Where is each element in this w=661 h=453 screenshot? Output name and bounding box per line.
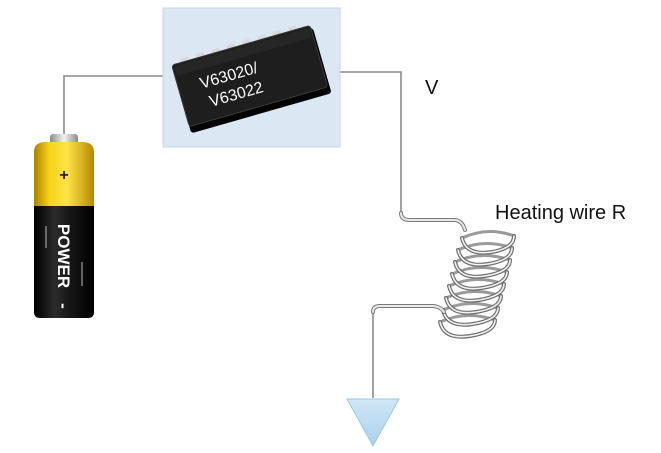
battery-minus-sign: -	[54, 303, 73, 309]
heating-wire-label: Heating wire R	[495, 202, 626, 224]
wire-chip-to-heater	[340, 71, 402, 213]
heating-coil	[371, 211, 516, 339]
ground-symbol	[346, 398, 400, 448]
battery-plus-sign: +	[59, 167, 68, 184]
chip-ic	[171, 25, 331, 133]
battery: + POWER -	[34, 134, 94, 318]
wires	[63, 71, 402, 398]
battery-fine-print	[45, 226, 83, 286]
battery-brand: POWER	[54, 224, 73, 288]
chip-module: V63020/ V63022	[162, 7, 341, 148]
wire-battery-to-chip	[63, 75, 163, 135]
voltage-label: V	[425, 77, 439, 99]
